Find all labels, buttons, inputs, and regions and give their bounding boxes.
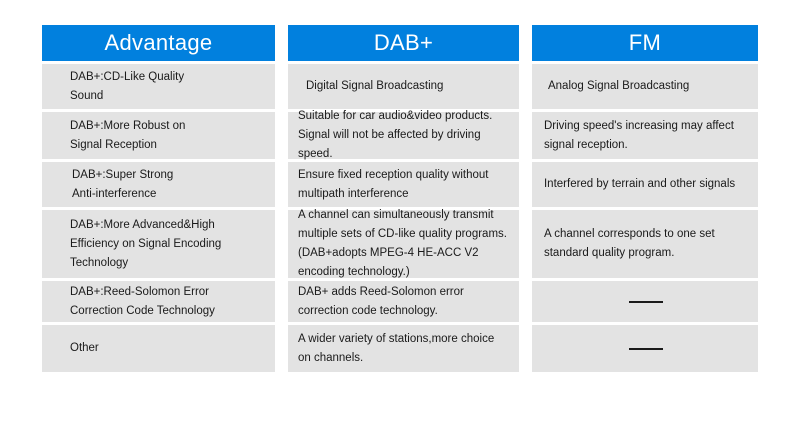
column-header-fm: FM — [531, 25, 758, 61]
cell-line: DAB+:Super Strong — [72, 168, 174, 181]
cell-fm-1: Analog Signal Broadcasting — [531, 64, 758, 109]
cell-line: multiple sets of CD-like quality program… — [297, 228, 507, 240]
cell-line: Sound — [70, 89, 104, 102]
cell-line: standard quality program. — [543, 247, 675, 259]
cell-dab-6: A wider variety of stations,more choice … — [287, 325, 519, 372]
cell-line: DAB+:CD-Like Quality — [70, 70, 185, 83]
cell-line: on channels. — [297, 351, 364, 364]
column-fm: FM Analog Signal Broadcasting Driving sp… — [531, 25, 758, 372]
cell-fm-3: Interfered by terrain and other signals — [531, 162, 758, 207]
cell-line: correction code technology. — [297, 304, 438, 317]
cell-line: speed. — [297, 148, 333, 160]
cell-advantage-2: DAB+:More Robust on Signal Reception — [42, 112, 275, 159]
cell-line: A channel corresponds to one set — [543, 228, 715, 240]
cell-advantage-3: DAB+:Super Strong Anti-interference — [42, 162, 275, 207]
column-header-dab: DAB+ — [287, 25, 519, 61]
cell-line: (DAB+adopts MPEG-4 HE-ACC V2 — [297, 247, 479, 259]
cell-line: DAB+:More Advanced&High — [70, 218, 215, 231]
cell-fm-2: Driving speed's increasing may affect si… — [531, 112, 758, 159]
cell-line: A wider variety of stations,more choice — [297, 332, 495, 345]
cell-line: multipath interference — [297, 187, 409, 200]
column-advantage: Advantage DAB+:CD-Like Quality Sound DAB… — [42, 25, 275, 372]
cell-line: Signal will not be affected by driving — [297, 129, 481, 141]
cell-dab-5: DAB+ adds Reed-Solomon error correction … — [287, 281, 519, 322]
cell-line: DAB+ adds Reed-Solomon error — [297, 285, 464, 298]
cell-dab-2: Suitable for car audio&video products. S… — [287, 110, 519, 160]
cell-line: Correction Code Technology — [70, 304, 215, 317]
cell-line: Digital Signal Broadcasting — [305, 80, 444, 92]
cell-line: Signal Reception — [70, 138, 157, 151]
cell-line: Interfered by terrain and other signals — [543, 178, 736, 190]
cell-line: DAB+:Reed-Solomon Error — [70, 285, 210, 298]
cell-line: Analog Signal Broadcasting — [547, 80, 690, 92]
cell-line: Efficiency on Signal Encoding — [70, 237, 222, 250]
cell-advantage-6: Other — [42, 325, 275, 372]
cell-line: encoding technology.) — [297, 266, 410, 278]
cell-line: Suitable for car audio&video products. — [297, 110, 493, 122]
cell-advantage-4: DAB+:More Advanced&High Efficiency on Si… — [42, 210, 275, 278]
cell-fm-4: A channel corresponds to one set standar… — [531, 210, 758, 278]
comparison-table: Advantage DAB+:CD-Like Quality Sound DAB… — [42, 25, 758, 372]
cell-line: DAB+:More Robust on — [70, 119, 186, 132]
cell-fm-6 — [531, 325, 758, 372]
column-dab: DAB+ Digital Signal Broadcasting Suitabl… — [287, 25, 519, 372]
cell-line: Technology — [70, 256, 129, 269]
cell-line: Driving speed's increasing may affect — [543, 119, 734, 132]
cell-line: signal reception. — [543, 138, 628, 151]
cell-advantage-5: DAB+:Reed-Solomon Error Correction Code … — [42, 281, 275, 322]
cell-line: Ensure fixed reception quality without — [297, 168, 489, 181]
cell-fm-5 — [531, 281, 758, 322]
cell-line: Other — [70, 342, 99, 354]
cell-dab-4: A channel can simultaneously transmit mu… — [287, 209, 519, 278]
em-dash-icon — [628, 300, 663, 303]
em-dash-icon — [628, 347, 663, 350]
cell-line: A channel can simultaneously transmit — [297, 209, 494, 221]
cell-dab-1: Digital Signal Broadcasting — [287, 64, 519, 109]
column-header-advantage: Advantage — [42, 25, 275, 61]
cell-advantage-1: DAB+:CD-Like Quality Sound — [42, 64, 275, 109]
cell-line: Anti-interference — [72, 187, 157, 200]
cell-dab-3: Ensure fixed reception quality without m… — [287, 162, 519, 207]
